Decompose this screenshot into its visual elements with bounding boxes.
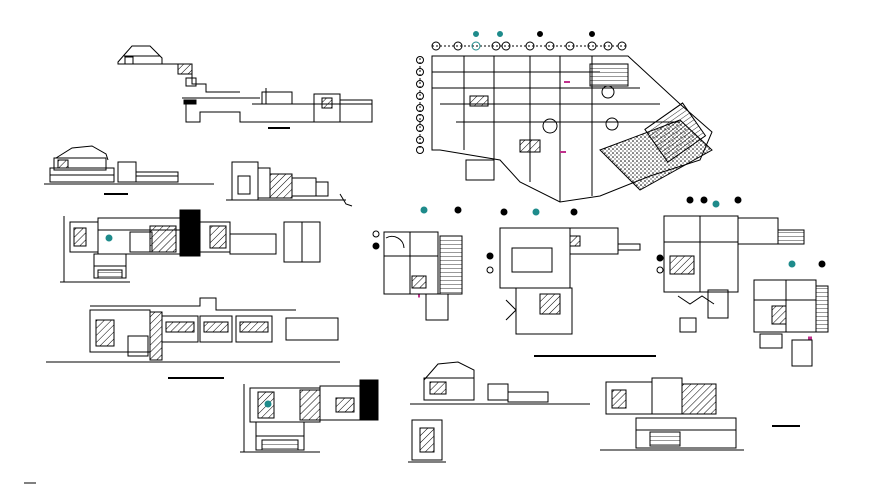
elevation-drawing-1 xyxy=(44,145,214,195)
section-drawing-2 xyxy=(240,379,379,453)
floor-plan-b xyxy=(486,208,656,357)
grid-bubbles-left xyxy=(416,56,424,154)
floor-plan-a xyxy=(372,206,463,321)
elevation-drawing-3 xyxy=(46,297,340,379)
grid-bubbles-top xyxy=(431,31,627,51)
site-section-drawing xyxy=(117,45,373,129)
elevation-drawing-4 xyxy=(408,361,590,463)
main-floor-plan xyxy=(416,31,713,203)
floor-plan-c xyxy=(656,196,805,333)
section-drawing-1 xyxy=(60,209,321,283)
floor-plan-d xyxy=(753,260,829,367)
section-drawing-3 xyxy=(600,377,800,451)
elevation-drawing-2 xyxy=(226,161,353,207)
